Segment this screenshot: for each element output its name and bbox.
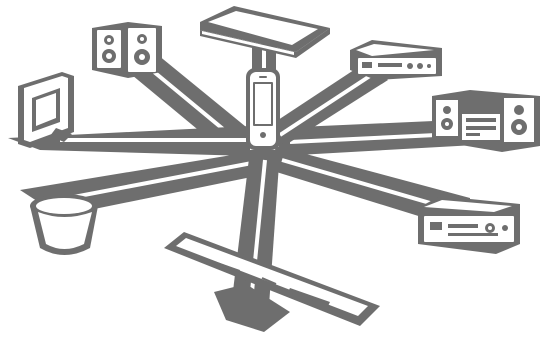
digital-photo-frame-icon	[18, 72, 74, 148]
wireless-speaker-icon	[30, 194, 98, 255]
av-amplifier-icon	[418, 196, 520, 254]
bookshelf-speakers-icon	[92, 22, 162, 78]
micro-hifi-system-icon	[432, 90, 540, 152]
smartphone-icon	[246, 68, 280, 150]
blu-ray-player-icon	[200, 6, 330, 58]
av-receiver-icon	[350, 40, 442, 80]
